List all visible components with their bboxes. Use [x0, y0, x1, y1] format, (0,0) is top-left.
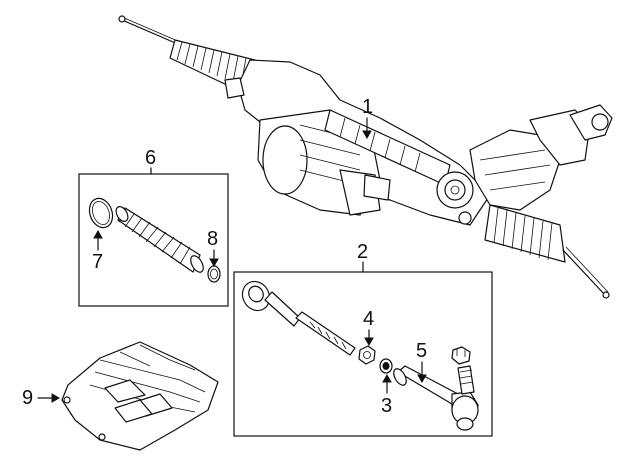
- arrowhead-3: [382, 373, 392, 383]
- callout-5: 5: [416, 340, 427, 362]
- callout-1: 1: [362, 96, 373, 118]
- arrowhead-8: [209, 258, 219, 268]
- inner-tie-rod[interactable]: [237, 277, 356, 356]
- boot[interactable]: [114, 205, 206, 275]
- nut[interactable]: [358, 345, 376, 365]
- arrowhead-5: [417, 374, 427, 384]
- washer[interactable]: [379, 358, 393, 374]
- arrowhead-1: [362, 130, 372, 140]
- right-bellows: [484, 204, 566, 263]
- boot-kit-box: [78, 173, 229, 307]
- callout-3: 3: [381, 395, 392, 417]
- arrowhead-9: [51, 393, 61, 403]
- outer-tie-rod-end[interactable]: [391, 365, 479, 431]
- clamp-7[interactable]: [86, 195, 117, 231]
- heat-shield[interactable]: [61, 341, 219, 451]
- callout-6: 6: [145, 147, 156, 169]
- callout-8: 8: [207, 228, 218, 250]
- arrowhead-7: [93, 229, 103, 239]
- callout-2: 2: [357, 241, 368, 263]
- castle-nut[interactable]: [451, 346, 471, 365]
- steering-gear-assembly[interactable]: [118, 15, 613, 299]
- callout-7: 7: [92, 251, 103, 273]
- arrowhead-4: [364, 337, 374, 347]
- callout-4: 4: [363, 308, 374, 330]
- clamp-8[interactable]: [207, 265, 221, 283]
- callout-9: 9: [22, 387, 33, 409]
